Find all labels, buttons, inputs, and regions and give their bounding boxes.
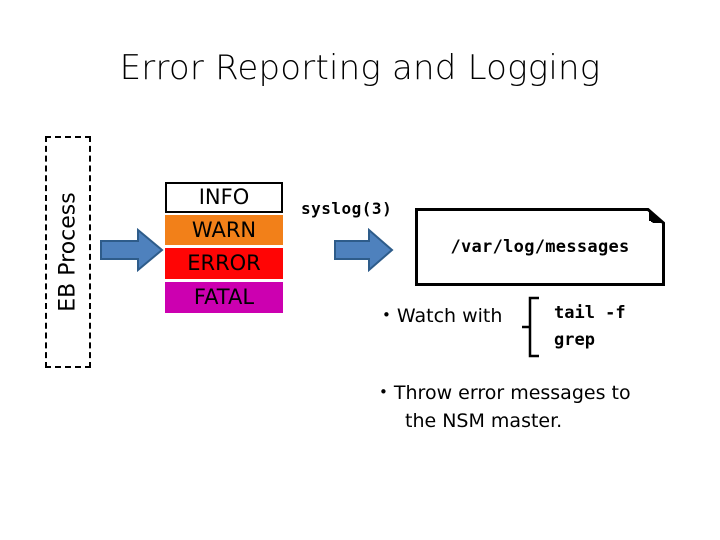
bracket-icon [521, 296, 543, 358]
bullet-throw-line1: Throw error messages to [393, 382, 631, 404]
log-level-warn: WARN [165, 215, 283, 245]
command-grep: grep [554, 330, 595, 350]
log-level-fatal: FATAL [165, 282, 283, 313]
bullet-throw-errors: • Throw error messages to the NSM master… [379, 378, 679, 435]
bullet-throw-line2: the NSM master. [405, 410, 563, 432]
right-arrow-icon [334, 228, 394, 272]
bullet-marker-icon: • [382, 306, 391, 324]
document-shape-icon [415, 208, 665, 286]
command-tail: tail -f [554, 303, 626, 323]
bullet-watch-with: • Watch with [382, 305, 502, 327]
eb-process-container: EB Process [45, 136, 91, 368]
command-list: tail -f grep [554, 300, 626, 354]
page-title: Error Reporting and Logging [119, 48, 601, 88]
syslog-call-label: syslog(3) [301, 199, 393, 218]
eb-process-label: EB Process [55, 192, 81, 312]
right-arrow-icon [100, 228, 164, 272]
bullet-marker-icon: • [379, 383, 388, 401]
log-level-error: ERROR [165, 248, 283, 279]
log-level-info: INFO [165, 182, 283, 213]
bullet-watch-text: Watch with [396, 305, 503, 327]
logfile-path-label: /var/log/messages [450, 237, 630, 257]
log-level-stack: INFO WARN ERROR FATAL [165, 182, 283, 313]
logfile-document: /var/log/messages [415, 208, 665, 286]
